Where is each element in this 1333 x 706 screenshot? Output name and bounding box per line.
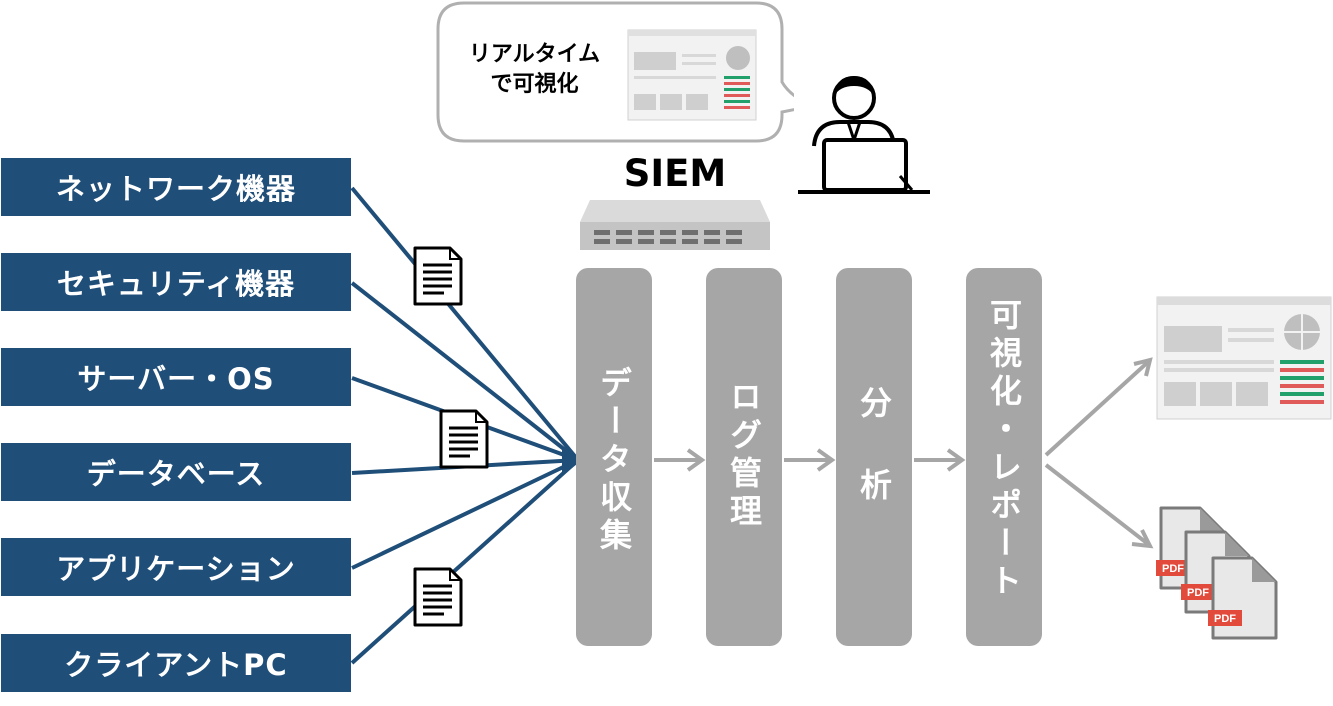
stage-label: 可視化・レポート <box>985 298 1023 602</box>
operator-icon <box>798 76 930 194</box>
source-database: データベース <box>1 443 351 501</box>
stage-label: データ収集 <box>595 366 633 556</box>
speech-bubble <box>436 1 794 143</box>
log-document-icon <box>439 409 489 469</box>
source-label: セキュリティ機器 <box>56 267 296 301</box>
source-line-security <box>350 281 580 462</box>
convergence-arrowhead <box>562 446 582 476</box>
source-label: アプリケーション <box>56 552 296 586</box>
bubble-dashboard-icon <box>627 29 757 121</box>
bubble-caption-line1: リアルタイム <box>468 42 601 67</box>
bubble-caption-line2: で可視化 <box>490 72 579 97</box>
source-application: アプリケーション <box>1 538 351 596</box>
source-label: クライアントPC <box>64 648 288 682</box>
dashboard-output-icon <box>1156 296 1332 420</box>
output-arrow-dashboard <box>1044 357 1153 457</box>
stage-arrow-2 <box>784 448 836 472</box>
pdf-documents-icon: PDF PDF PDF <box>1156 506 1278 640</box>
source-label: サーバー・OS <box>77 362 275 396</box>
pdf-badge: PDF <box>1187 587 1209 599</box>
pdf-file-icon: PDF <box>1208 556 1278 640</box>
pdf-badge: PDF <box>1214 613 1236 625</box>
stage-analysis: 分析 <box>836 268 912 646</box>
log-document-icon <box>413 567 463 627</box>
source-line-network <box>350 186 580 462</box>
source-line-application <box>351 458 579 570</box>
source-security-devices: セキュリティ機器 <box>1 253 351 311</box>
bubble-caption: リアルタイム で可視化 <box>452 40 617 100</box>
siem-appliance-icon <box>580 200 770 250</box>
stage-data-collection: データ収集 <box>576 268 652 646</box>
source-label: ネットワーク機器 <box>55 172 296 206</box>
stage-arrow-3 <box>914 448 966 472</box>
source-network-devices: ネットワーク機器 <box>1 158 351 216</box>
stage-visualization-report: 可視化・レポート <box>966 268 1042 646</box>
source-client-pc: クライアントPC <box>1 634 351 692</box>
source-line-client <box>350 458 580 665</box>
stage-label: ログ管理 <box>725 380 763 532</box>
stage-label: 分析 <box>855 386 893 550</box>
log-document-icon <box>413 246 463 306</box>
stage-arrow-1 <box>654 448 706 472</box>
source-label: データベース <box>86 457 266 491</box>
siem-title: SIEM <box>623 152 727 195</box>
source-server-os: サーバー・OS <box>1 348 351 406</box>
output-arrow-pdf <box>1044 463 1154 549</box>
pdf-badge: PDF <box>1162 563 1184 575</box>
stage-log-management: ログ管理 <box>706 268 782 646</box>
